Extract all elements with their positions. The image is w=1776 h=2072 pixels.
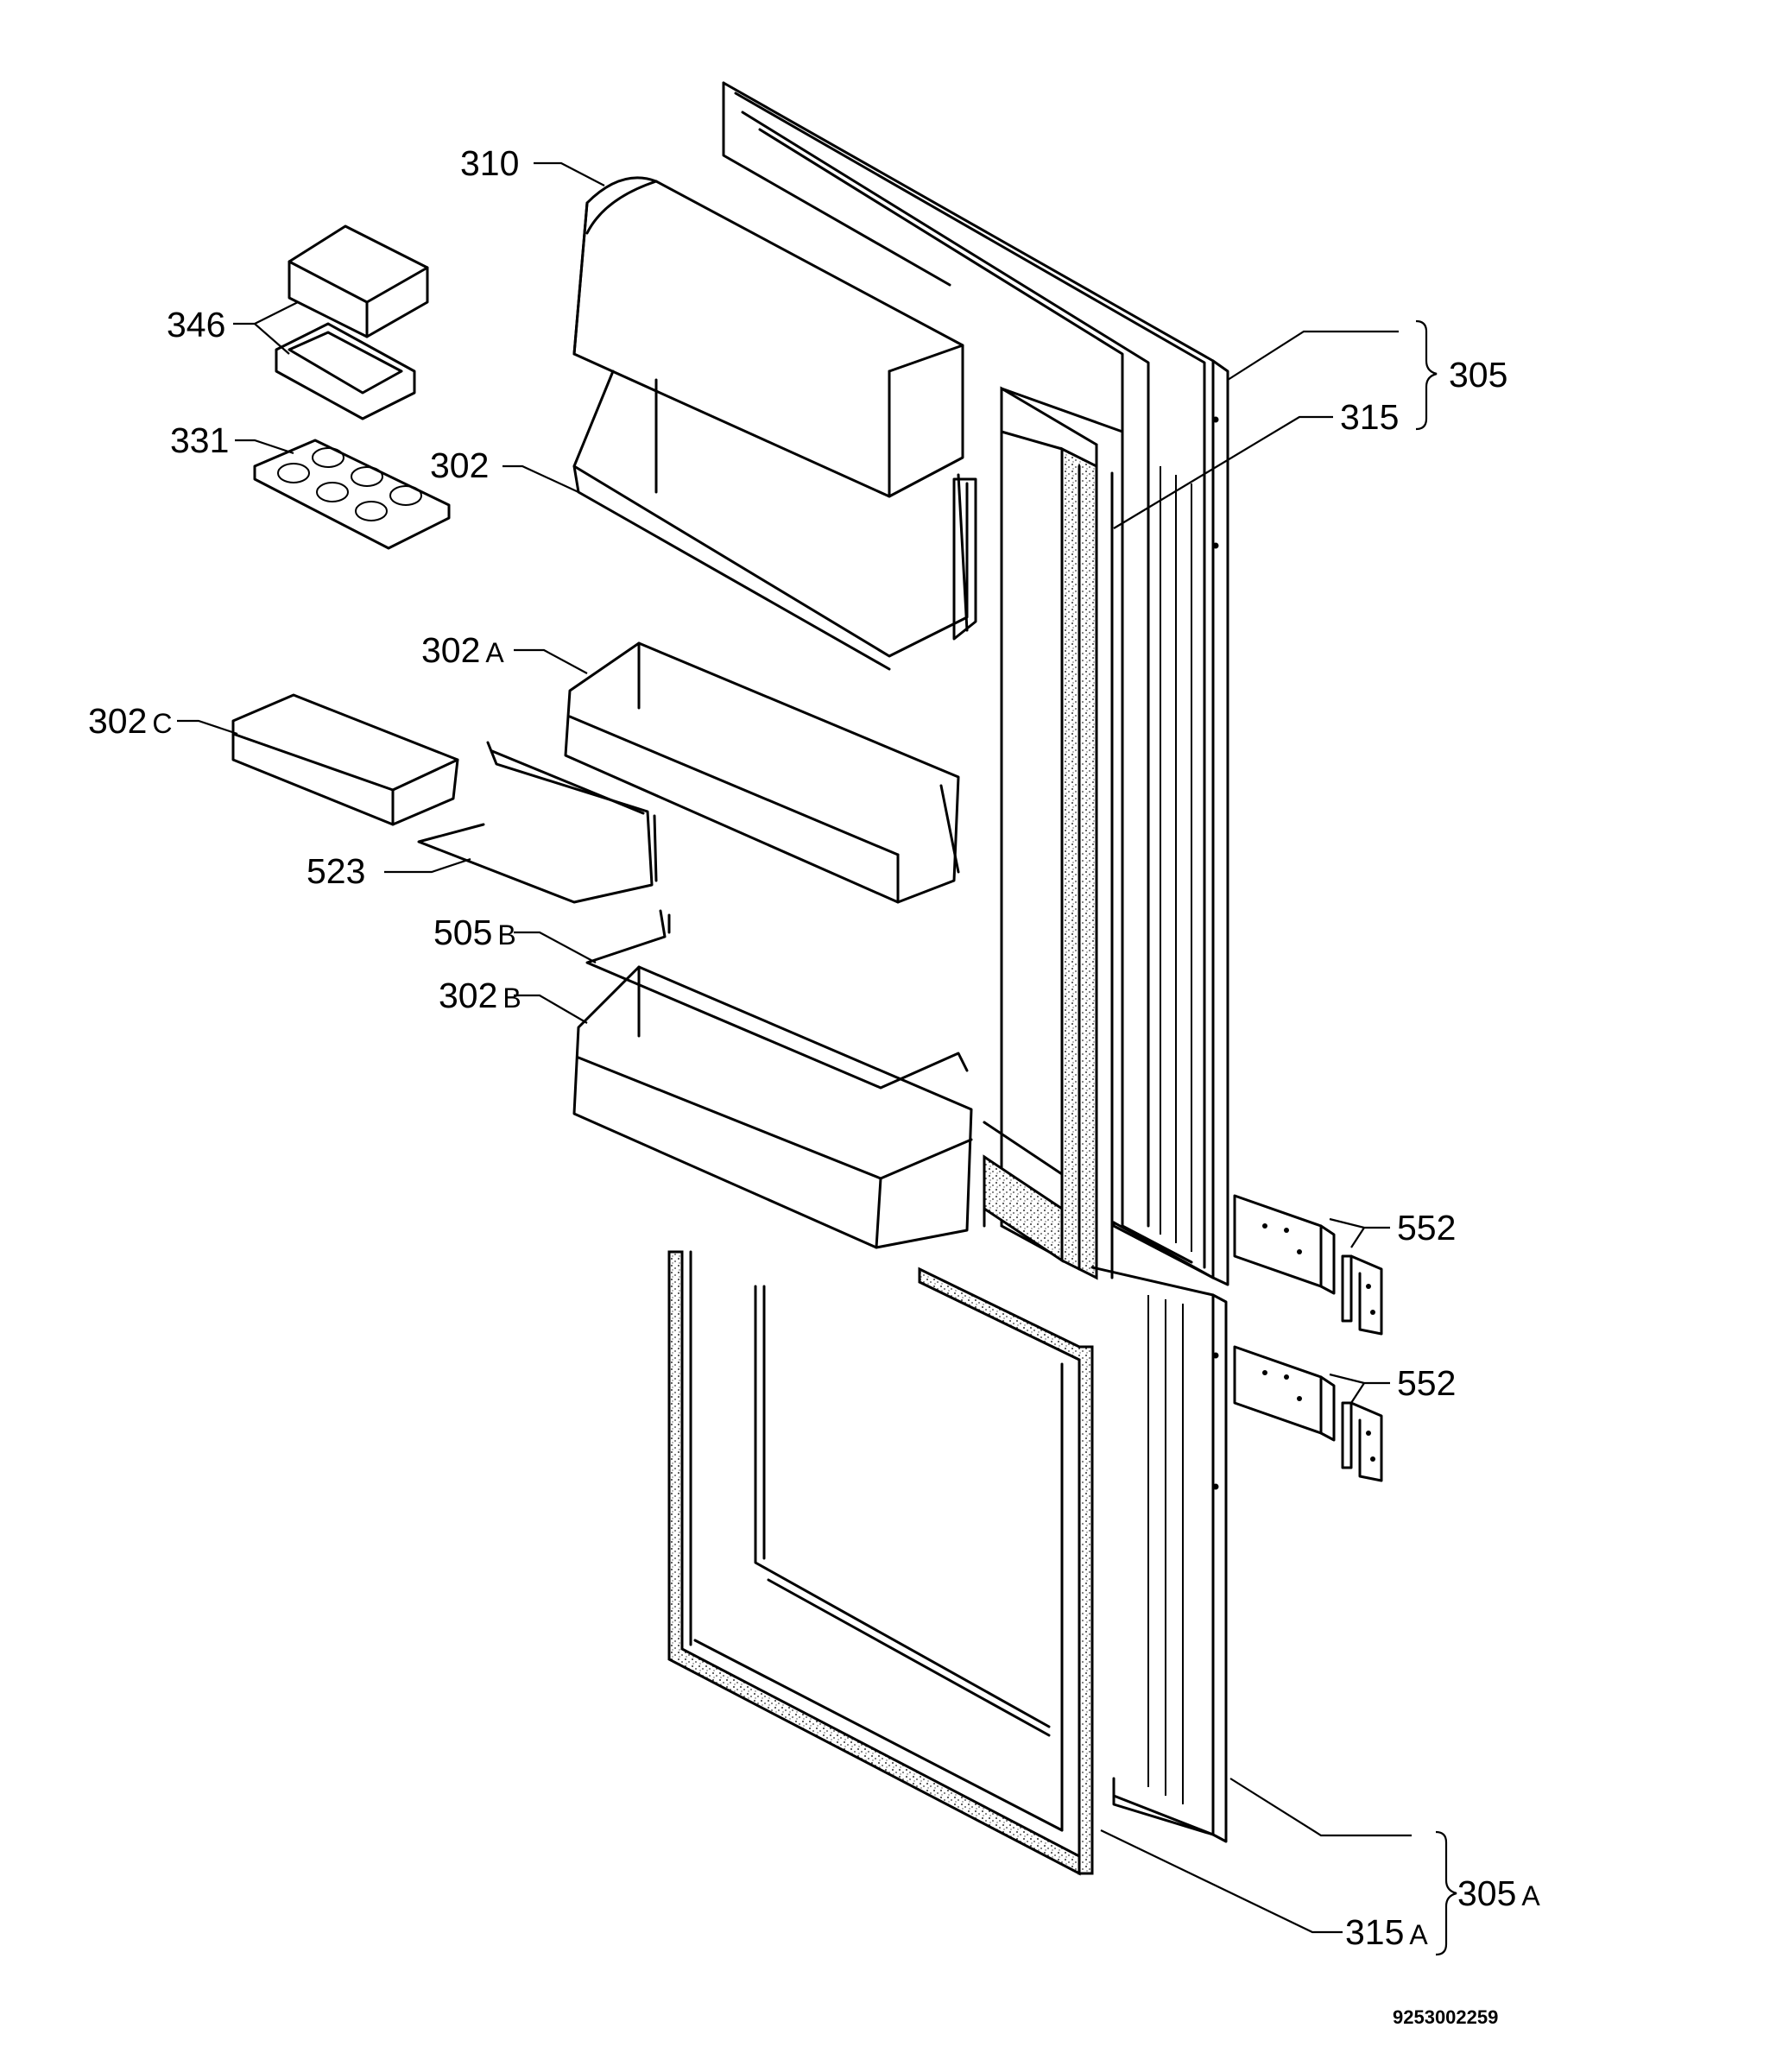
part-302C-container (231, 693, 459, 826)
document-number: 9253002259 (1393, 2006, 1498, 2028)
label-331: 331 (170, 420, 229, 460)
label-302: 302 (430, 445, 489, 485)
part-331-egg-tray (253, 439, 451, 550)
upper-door-panel (722, 81, 1229, 1286)
part-302A-shelf (564, 641, 960, 904)
part-310-dairy-lid (572, 176, 964, 498)
brace-305A (1435, 1830, 1457, 1956)
label-310: 310 (460, 143, 519, 183)
leader-lines (177, 161, 1412, 1934)
screw-icon (1212, 1483, 1219, 1490)
brace-305 (1415, 319, 1438, 431)
label-523: 523 (307, 851, 365, 891)
label-315: 315 (1340, 397, 1399, 437)
part-552-hinge-lower (1233, 1345, 1383, 1482)
screw-icon (1212, 1352, 1219, 1359)
label-552-upper: 552 (1397, 1208, 1456, 1248)
label-346: 346 (167, 305, 225, 344)
part-302B-shelf (572, 965, 973, 1249)
lower-door-panel (1090, 1266, 1228, 1843)
part-302-shelf (572, 370, 977, 671)
label-552-lower: 552 (1397, 1363, 1456, 1403)
label-305: 305 (1449, 355, 1507, 395)
part-552-hinge-upper (1233, 1194, 1383, 1336)
part-505B-wire-rail (585, 909, 969, 1090)
lower-door-gasket (667, 1250, 1094, 1876)
screw-icon (1212, 542, 1219, 549)
screw-icon (1212, 416, 1219, 423)
upper-door-gasket (983, 386, 1114, 1280)
part-346-butter-box (275, 224, 429, 420)
part-523-wire-rail (417, 741, 658, 904)
